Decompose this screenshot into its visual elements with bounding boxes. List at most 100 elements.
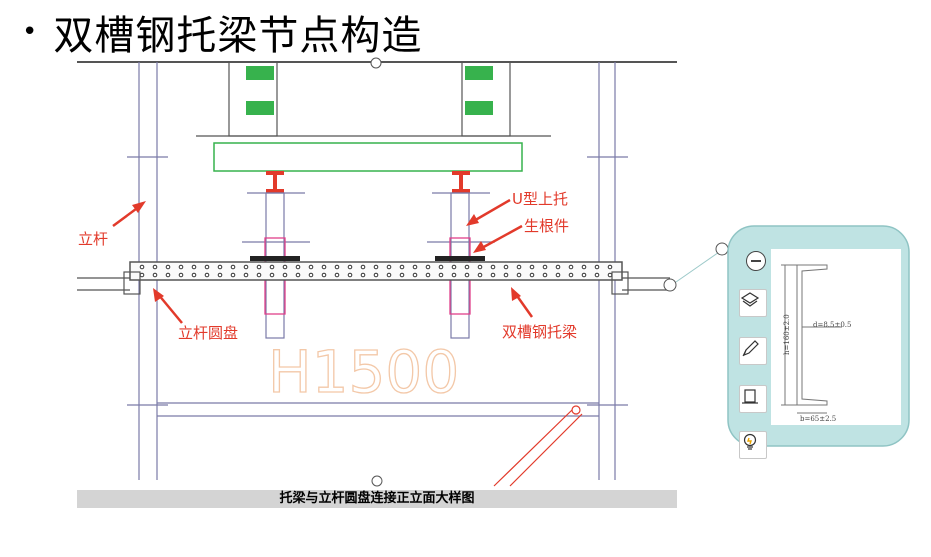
beam-hole [178,264,184,270]
beam-hole [399,264,405,270]
top-handle[interactable] [370,57,382,69]
double-channel-beam [129,261,623,281]
beam-hole [295,264,301,270]
dim-thickness: d=8.5±0.5 [813,321,851,329]
beam-hole [464,272,470,278]
pen-button[interactable] [739,337,767,365]
beam-hole [464,264,470,270]
beam-hole [373,272,379,278]
beam-hole [360,272,366,278]
beam-hole [542,264,548,270]
beam-hole [282,264,288,270]
beam-hole [165,272,171,278]
layers-icon [740,292,760,307]
beam-hole [230,272,236,278]
beam-hole [308,264,314,270]
green-blocks [246,66,493,115]
beam-ends [77,271,670,295]
beam-hole [295,272,301,278]
beam-hole [386,264,392,270]
beam-hole [490,272,496,278]
beam-hole [256,264,262,270]
beam-hole [360,264,366,270]
beam-hole [347,264,353,270]
beam-hole [412,264,418,270]
beam-hole [178,272,184,278]
lightbulb-icon [743,433,757,450]
beam-hole [269,272,275,278]
beam-hole [152,272,158,278]
label-embed: 生根件 [524,217,569,235]
beam-hole [282,272,288,278]
layers-button[interactable] [739,289,767,317]
beam-hole [204,264,210,270]
frame-button[interactable] [739,385,767,413]
beam-hole [607,264,613,270]
beam-hole [581,264,587,270]
beam-hole [451,272,457,278]
beam-hole [321,272,327,278]
beam-hole [425,272,431,278]
beam-hole [568,272,574,278]
beam-hole [477,264,483,270]
beam-hole [425,264,431,270]
beam-hole [347,272,353,278]
diagonal-pin [571,405,581,415]
beam-hole [152,264,158,270]
beam-hole [386,272,392,278]
beam-hole [516,264,522,270]
beam-hole [529,272,535,278]
beam-hole [191,264,197,270]
beam-hole [139,272,145,278]
beam-hole [243,264,249,270]
beam-hole [568,264,574,270]
beam-hole [607,272,613,278]
beam-hole [217,272,223,278]
beam-hole [490,264,496,270]
beam-hole [165,264,171,270]
embed-plates [250,256,485,261]
beam-hole [503,264,509,270]
beam-hole [191,272,197,278]
dim-bottom: b=65±2.5 [800,415,836,423]
channel-section [781,264,842,414]
right-handle[interactable] [663,278,677,292]
label-pole-disc: 立杆圆盘 [178,324,238,342]
bottom-handle[interactable] [371,475,383,487]
beam-hole [373,264,379,270]
title-text: 双槽钢托梁节点构造 [53,13,423,59]
diagonal-brace [493,409,583,487]
beam-hole [230,264,236,270]
beam-hole [542,272,548,278]
beam-hole [243,272,249,278]
beam-hole [438,264,444,270]
beam-hole [308,272,314,278]
idea-button[interactable] [739,431,767,459]
beam-hole [204,272,210,278]
label-pole: 立杆 [78,230,108,248]
height-mark: H1500 [268,338,459,406]
beam-hole [334,272,340,278]
beam-hole [516,272,522,278]
beam-hole [581,272,587,278]
bullet: • [22,17,38,47]
beam-hole [594,272,600,278]
leader-arrows [112,198,534,324]
pen-icon [742,340,759,357]
beam-hole [529,264,535,270]
beam-hole [451,264,457,270]
beam-hole [256,272,262,278]
beam-hole [438,272,444,278]
minus-circle-icon[interactable] [746,251,766,271]
beam-hole [503,272,509,278]
beam-hole [412,272,418,278]
beam-hole [555,272,561,278]
frame-icon [742,389,758,404]
beam-hole [217,264,223,270]
beam-hole [269,264,275,270]
slide-title: • 双槽钢托梁节点构造 [22,6,423,59]
detail-panel: h=160±2.0 d=8.5±0.5 b=65±2.5 [727,225,910,459]
connector-line [675,249,723,283]
lower-ledger [157,402,599,417]
